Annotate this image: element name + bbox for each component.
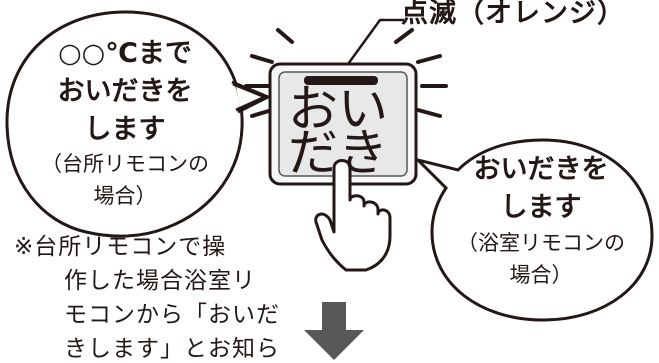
kitchen-bubble-sub1: （台所リモコンの — [41, 152, 209, 176]
button-label-line1: おい — [288, 80, 388, 138]
bathroom-speech-bubble — [413, 138, 654, 322]
kitchen-bubble-sub2: 場合） — [93, 184, 157, 208]
kitchen-bubble-line1: ○○℃まで — [58, 38, 192, 69]
note-line4: きします」とお知ら — [64, 336, 280, 362]
button-label-line2: だき — [288, 124, 388, 182]
kitchen-bubble-line2: おいだきを — [57, 76, 193, 107]
flash-rays — [244, 28, 448, 118]
note-line3: モコンから「おいだ — [64, 302, 280, 328]
note-line2: 作した場合浴室リ — [64, 268, 256, 294]
down-arrow-icon — [304, 302, 364, 360]
bathroom-bubble-sub1: （浴室リモコンの — [457, 231, 625, 255]
kitchen-bubble-line3: します — [84, 114, 166, 145]
bathroom-bubble-line1: おいだきを — [473, 154, 609, 185]
indicator-leader-line — [333, 18, 404, 83]
note-line1: ※台所リモコンで操 — [14, 234, 227, 260]
bathroom-bubble-sub2: 場合） — [509, 263, 573, 287]
hand-icon — [314, 159, 392, 272]
indicator-light — [304, 76, 378, 85]
bathroom-bubble-line2: します — [500, 192, 582, 223]
indicator-label: 点滅（オレンジ） — [401, 0, 625, 29]
